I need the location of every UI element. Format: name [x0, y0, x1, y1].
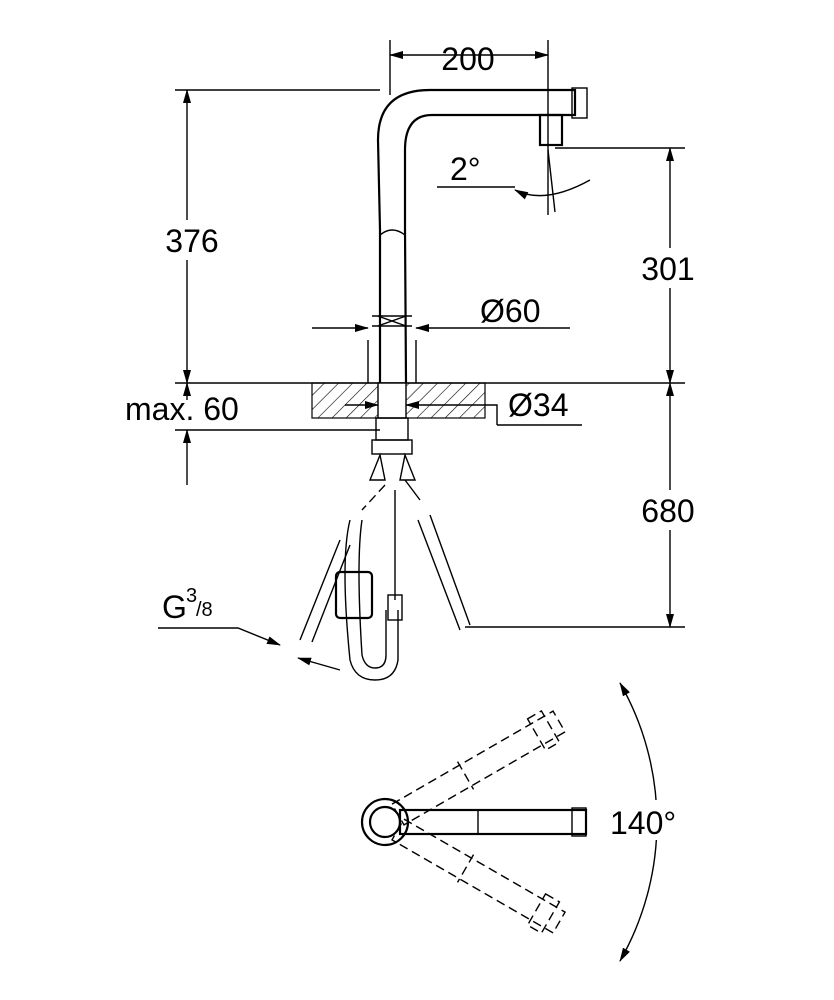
dimension-body-diameter: Ø60	[312, 293, 570, 332]
faucet-top-view: 140°	[360, 682, 695, 962]
dimension-max-thickness: max. 60	[125, 382, 380, 485]
spout-height-label: 301	[641, 251, 694, 287]
dimension-total-height: 376	[150, 89, 380, 384]
dimension-tilt: 2°	[437, 149, 591, 213]
dimension-hose-length: 680	[465, 382, 710, 628]
thread-g-label: G	[162, 589, 187, 625]
dimension-hole-diameter: Ø34	[345, 387, 582, 426]
swivel-angle-label: 140°	[610, 805, 676, 841]
tilt-angle-label: 2°	[450, 151, 481, 187]
hoses-and-mounting	[299, 417, 471, 681]
dimension-thread: G 3 /8	[158, 585, 341, 671]
dimension-spout-reach: 200	[389, 40, 549, 215]
faucet-side-view	[367, 87, 588, 384]
dimension-spout-height: 301	[555, 147, 710, 384]
thread-numerator: 3	[186, 585, 197, 607]
max-thickness-label: max. 60	[125, 391, 239, 427]
hose-length-label: 680	[641, 493, 694, 529]
thread-denominator: /8	[196, 599, 213, 621]
spout-reach-label: 200	[441, 41, 494, 77]
body-diameter-label: Ø60	[480, 293, 540, 329]
hole-diameter-label: Ø34	[508, 387, 568, 423]
total-height-label: 376	[165, 223, 218, 259]
countertop	[175, 382, 685, 419]
